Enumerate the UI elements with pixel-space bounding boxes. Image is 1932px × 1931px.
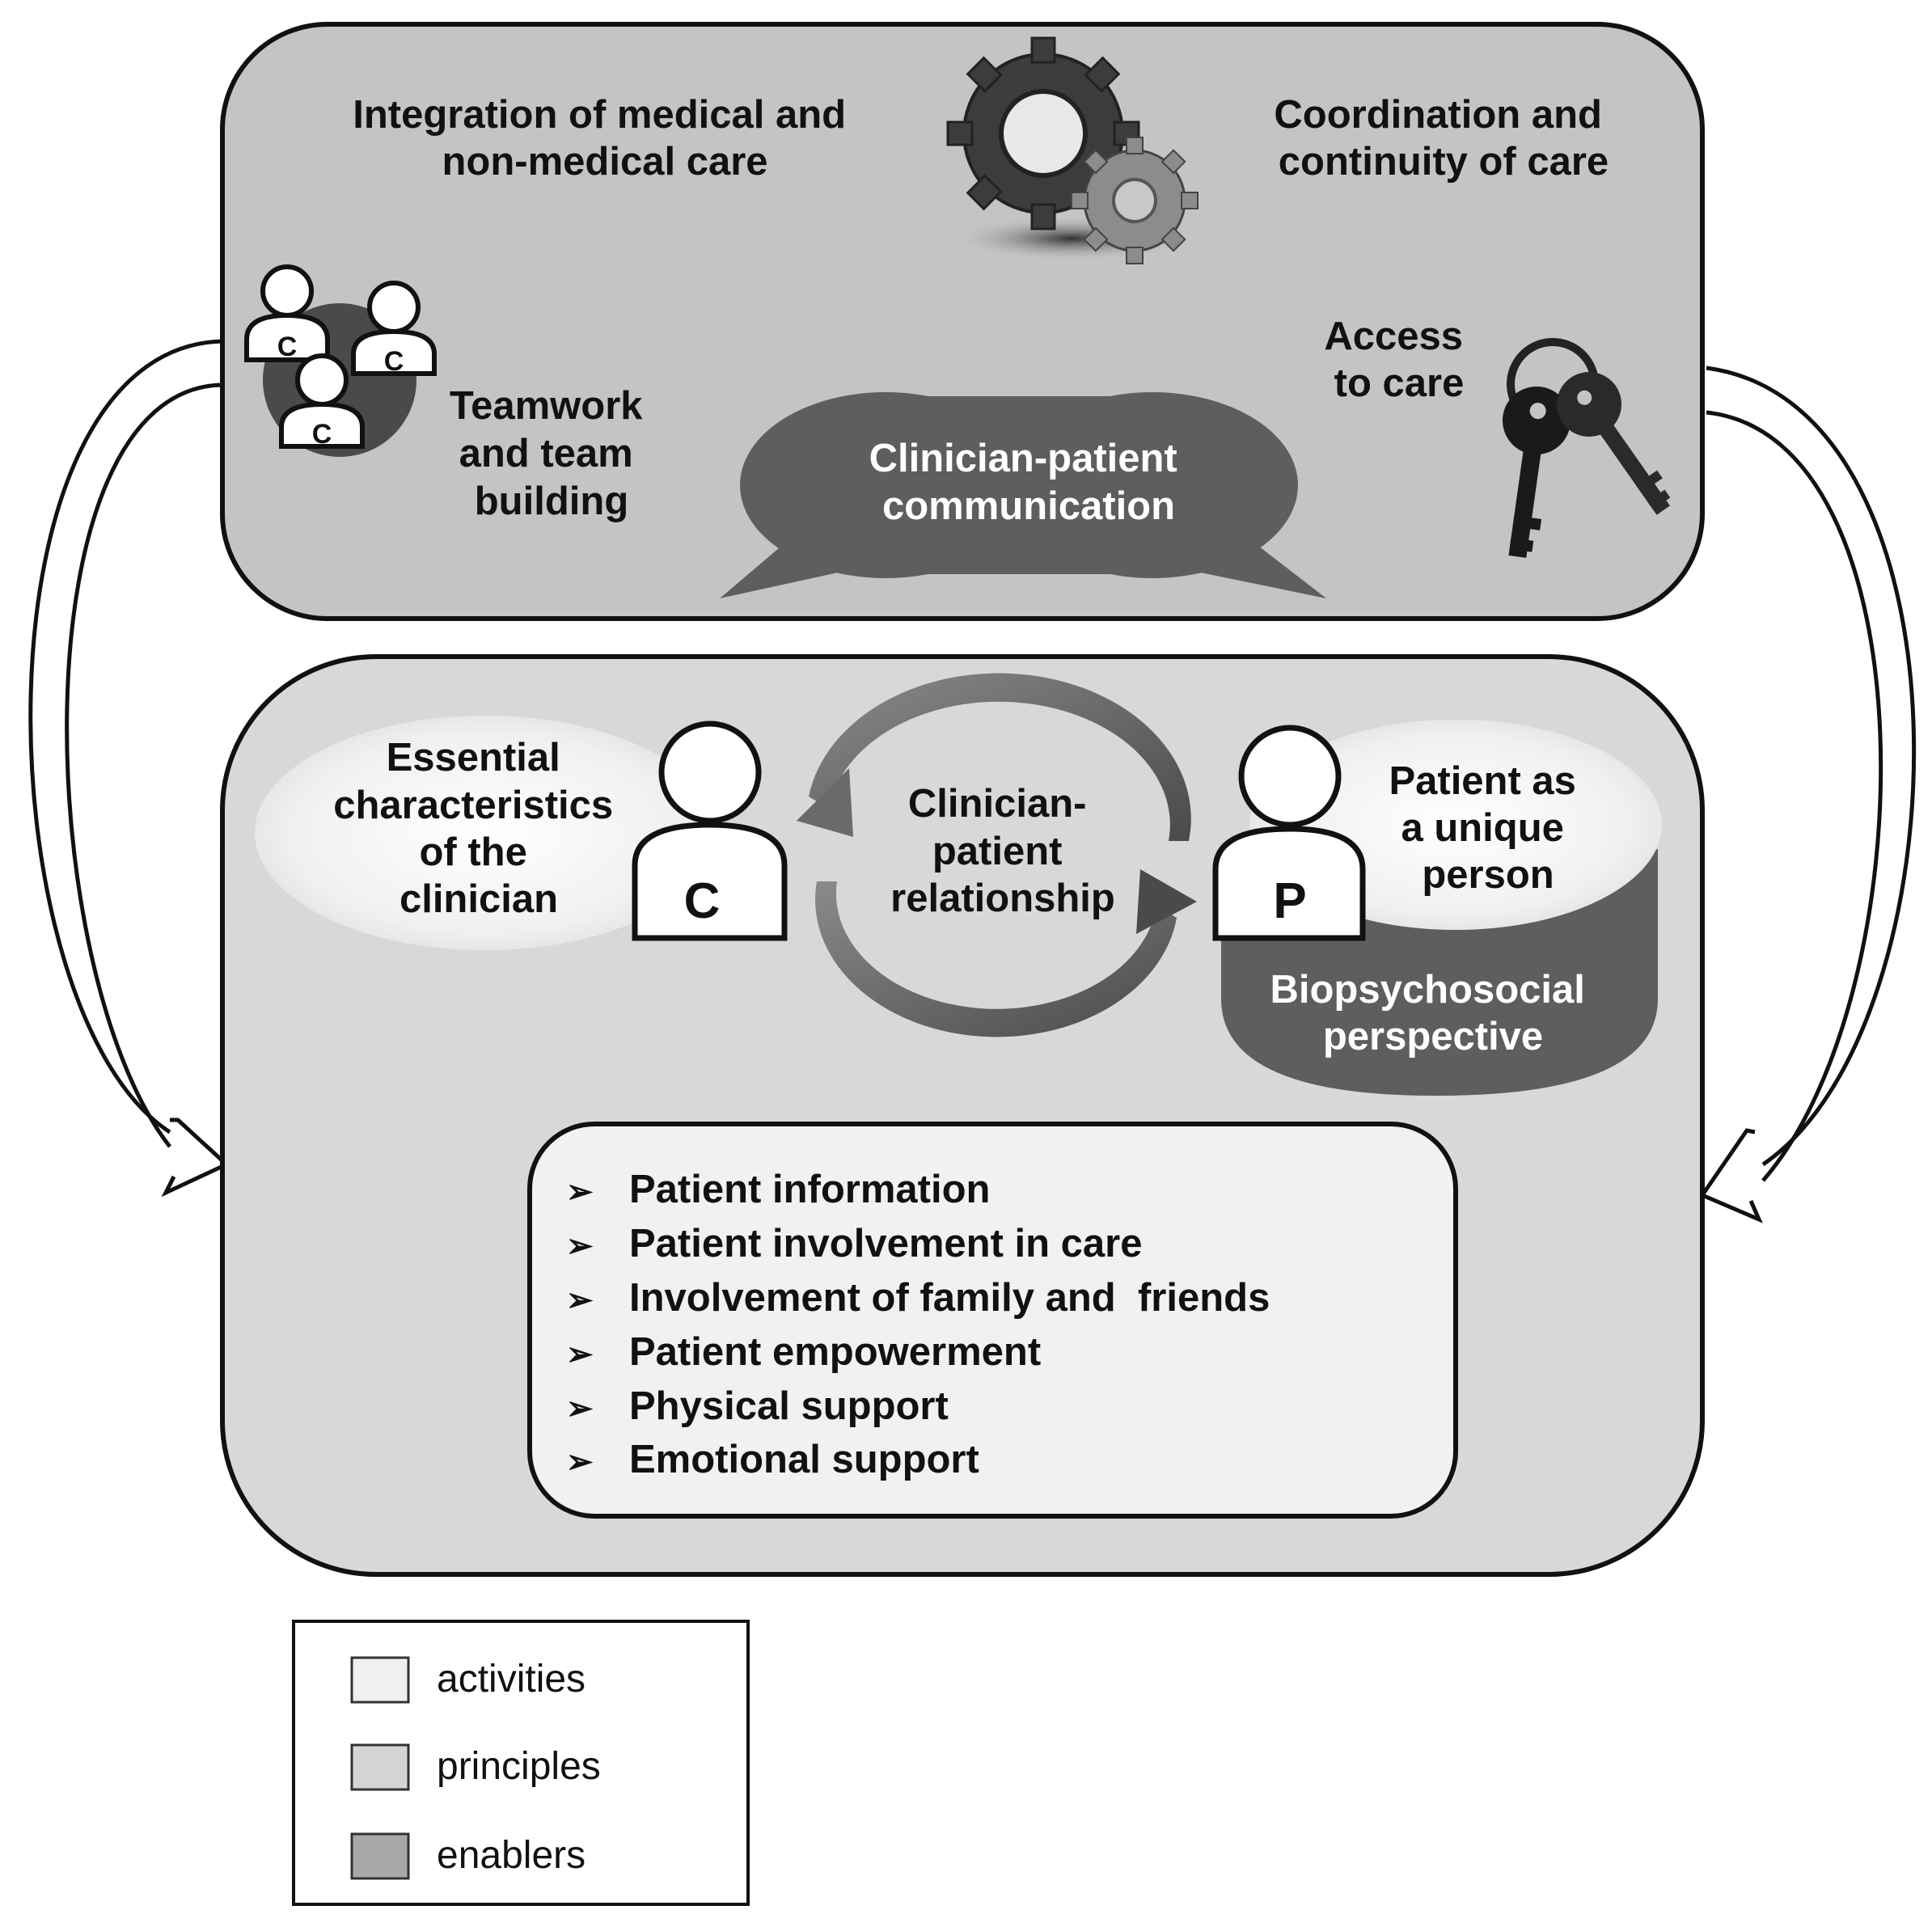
clinician-characteristics-shape (255, 716, 716, 950)
activities-box (527, 1122, 1458, 1519)
team-member-1-icon: C (244, 264, 330, 362)
right-connector-arrow (1699, 365, 1917, 1223)
svg-text:Emotional support: Emotional support (629, 1438, 979, 1481)
team-icon: C C C (244, 264, 437, 457)
biopsychosocial-label: Biopsychosocial perspective (1270, 968, 1596, 1058)
svg-text:➢: ➢ (566, 1174, 594, 1210)
activity-item: ➢ Emotional support (566, 1438, 979, 1481)
svg-text:C: C (384, 346, 404, 377)
svg-text:activities: activities (437, 1658, 586, 1701)
legend-item-activities: activities (350, 1656, 586, 1704)
activity-item: ➢ Patient empowerment (566, 1330, 1041, 1374)
legend-item-principles: principles (350, 1743, 601, 1791)
team-member-2-icon: C (351, 281, 437, 377)
activity-item: ➢ Involvement of family and friends (566, 1276, 1270, 1320)
activity-item: ➢ Patient information (566, 1168, 990, 1211)
teamwork-label: Teamwork and team building (450, 384, 653, 523)
svg-text:➢: ➢ (566, 1228, 594, 1264)
enablers-box (220, 22, 1705, 621)
clinician-characteristics-label: Essential characteristics of the clinici… (333, 736, 624, 921)
svg-text:➢: ➢ (566, 1337, 594, 1372)
keys-icon (1503, 338, 1671, 558)
coordination-label: Coordination and continuity of care (1274, 93, 1613, 184)
svg-text:Patient involvement in care: Patient involvement in care (629, 1222, 1143, 1266)
svg-text:Involvement of family and fri: Involvement of family and friends (629, 1276, 1270, 1320)
team-member-3-icon: C (279, 353, 365, 450)
svg-text:C: C (684, 873, 721, 929)
activities-list: ➢ Patient information ➢ Patient involvem… (566, 1168, 1270, 1481)
activity-item: ➢ Physical support (566, 1384, 949, 1428)
clinician-icon: C (632, 720, 788, 941)
svg-text:C: C (277, 332, 298, 362)
communication-label: Clinician-patient communication (869, 437, 1189, 528)
access-label: Access to care (1324, 315, 1473, 405)
patient-icon: P (1212, 725, 1366, 941)
svg-text:Patient empowerment: Patient empowerment (629, 1330, 1041, 1374)
svg-text:➢: ➢ (566, 1444, 594, 1480)
svg-text:Physical support: Physical support (629, 1384, 949, 1428)
left-connector-arrow (28, 339, 230, 1198)
relationship-cycle-icon (797, 673, 1197, 1037)
svg-text:➢: ➢ (566, 1391, 594, 1426)
activity-item: ➢ Patient involvement in care (566, 1222, 1143, 1266)
svg-text:➢: ➢ (566, 1282, 594, 1318)
patient-unique-label: Patient as a unique person (1389, 759, 1587, 897)
svg-text:Patient information: Patient information (629, 1168, 990, 1211)
gears-icon (946, 36, 1199, 264)
integration-label: Integration of medical and non-medical c… (353, 93, 856, 184)
svg-text:principles: principles (437, 1745, 601, 1788)
svg-text:C: C (312, 419, 332, 450)
relationship-label: Clinician- patient relationship (890, 782, 1115, 920)
communication-bubbles-icon (720, 392, 1326, 598)
svg-text:P: P (1273, 873, 1306, 929)
svg-text:enablers: enablers (437, 1834, 586, 1877)
legend-item-enablers: enablers (350, 1832, 586, 1880)
